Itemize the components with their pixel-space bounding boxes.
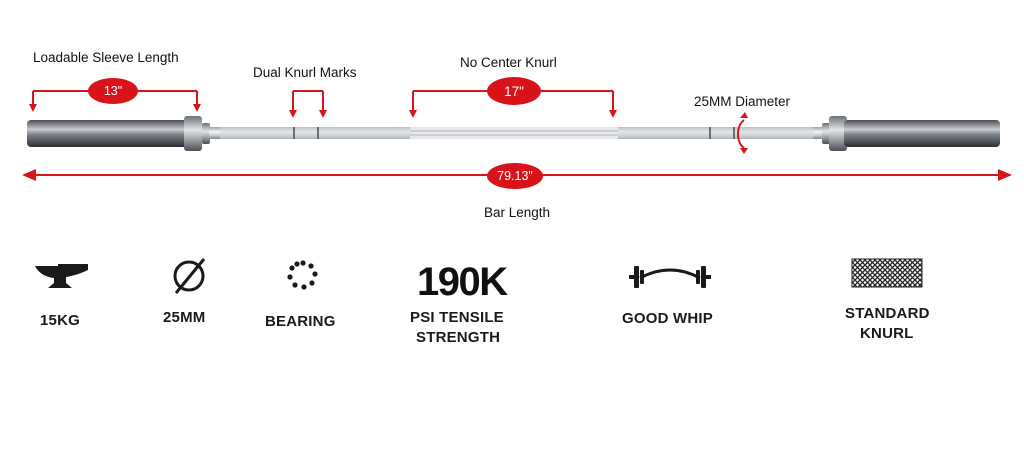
center-length-badge: 17" [487,77,541,105]
feature-diameter: 25MM [163,309,206,326]
left-knurl [220,127,410,139]
bar-length-badge: 79.13" [487,163,543,189]
knurl-marks-bracket [292,90,324,112]
center-knurl-label: No Center Knurl [460,55,557,70]
feature-knurl-line2: KNURL [860,325,914,342]
diameter-label: 25MM Diameter [694,94,791,109]
sleeve-length-badge: 13" [88,78,138,104]
tensile-value: 190K [417,260,508,304]
bearing-icon [287,260,318,290]
barbell-whip-icon [629,266,711,288]
feature-knurl-line1: STANDARD [845,305,930,322]
center-section [410,127,618,139]
feature-tensile-line1: PSI TENSILE [410,309,504,326]
left-collar-ring [202,123,210,144]
feature-bearing: BEARING [265,313,336,330]
knurl-marks [293,127,735,139]
left-collar [184,116,202,151]
feature-weight: 15KG [40,312,80,329]
right-sleeve [844,120,1000,147]
feature-whip: GOOD WHIP [622,310,713,327]
knurl-marks-label: Dual Knurl Marks [253,65,357,80]
right-collar-ring [822,123,830,144]
sleeve-length-label: Loadable Sleeve Length [33,50,179,65]
feature-tensile-line2: STRENGTH [416,329,501,346]
left-sleeve [27,120,189,147]
diameter-icon [173,258,206,294]
right-collar [829,116,847,151]
anvil-icon [35,264,88,288]
right-knurl [618,127,813,139]
knurl-pattern-icon [851,258,923,288]
bar-length-label: Bar Length [484,205,551,220]
diameter-indicator [737,119,745,149]
barbell [27,116,1000,151]
